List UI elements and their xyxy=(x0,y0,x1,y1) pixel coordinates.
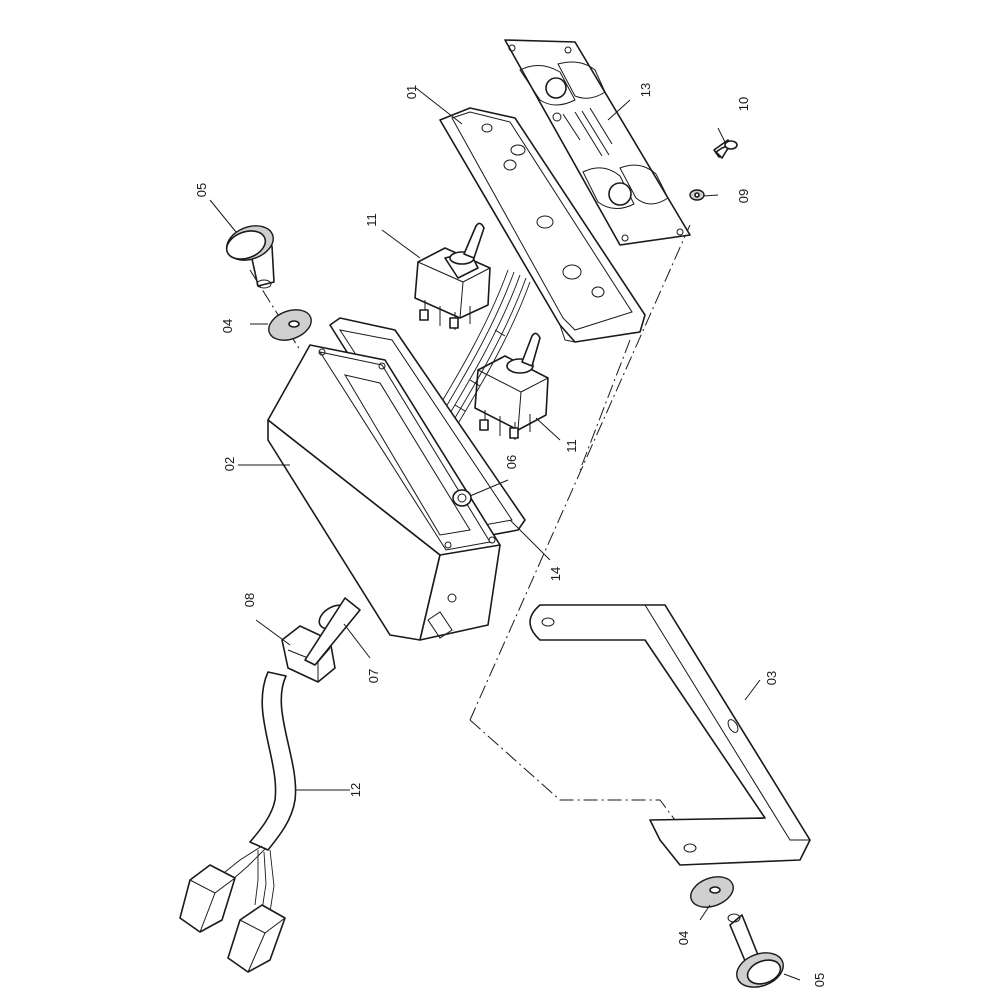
callout-11-upper: 11 xyxy=(364,213,379,227)
callout-08: 08 xyxy=(242,593,257,607)
part-04-washer-lower xyxy=(690,876,734,908)
part-05-knob-upper xyxy=(225,225,275,289)
part-02-enclosure-box xyxy=(267,344,501,641)
callout-11-lower: 11 xyxy=(564,439,579,453)
callout-04-lower: 04 xyxy=(676,931,691,945)
part-01-cover-plate xyxy=(439,107,646,343)
callout-01: 01 xyxy=(404,85,419,99)
callout-12: 12 xyxy=(348,783,363,797)
callout-06: 06 xyxy=(504,455,519,469)
callout-09: 09 xyxy=(736,189,751,203)
callout-10: 10 xyxy=(736,97,751,111)
callout-04-upper: 04 xyxy=(220,319,235,333)
callout-03: 03 xyxy=(764,671,779,685)
part-12-cable-harness xyxy=(179,597,361,973)
callout-05-lower: 05 xyxy=(812,973,827,987)
part-09-washer-small xyxy=(689,189,705,201)
part-13-faceplate xyxy=(504,39,691,246)
callout-14: 14 xyxy=(548,567,563,581)
callout-13: 13 xyxy=(638,83,653,97)
callout-05-upper: 05 xyxy=(194,183,209,197)
callout-02: 02 xyxy=(222,457,237,471)
part-04-washer-upper xyxy=(268,309,312,341)
part-03-mounting-bracket xyxy=(529,604,811,866)
part-10-screw xyxy=(713,139,738,159)
leader-lines xyxy=(209,87,801,981)
part-11-toggle-switch-lower xyxy=(474,332,549,440)
callout-labels: 01 13 10 09 11 05 04 02 11 06 14 08 07 0… xyxy=(194,83,827,987)
part-11-toggle-switch-upper xyxy=(414,222,491,330)
callout-07: 07 xyxy=(366,669,381,683)
part-05-knob-lower xyxy=(727,913,784,988)
